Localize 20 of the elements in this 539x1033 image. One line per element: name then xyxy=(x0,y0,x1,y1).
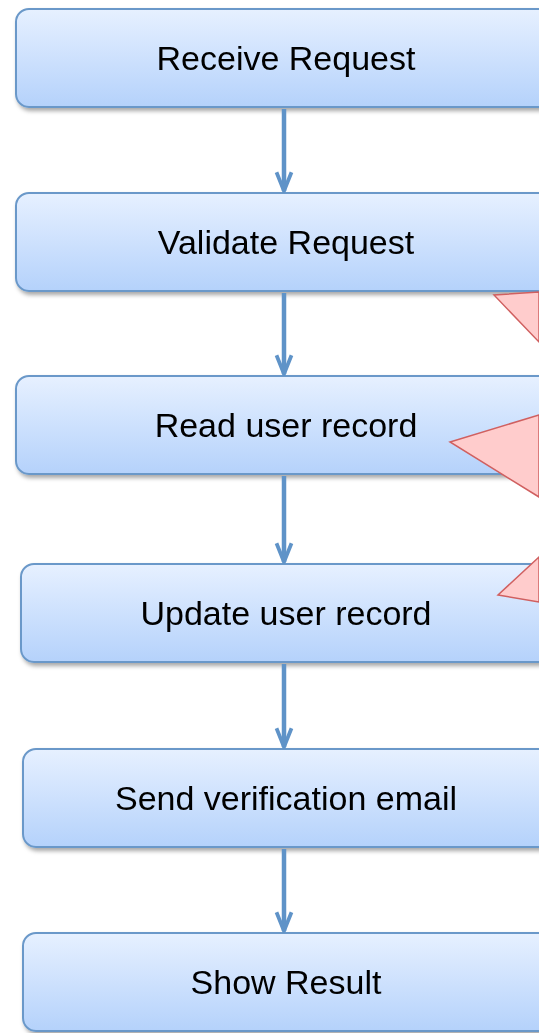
process-box xyxy=(20,563,539,663)
step-label: Send verification email xyxy=(114,781,458,815)
process-box xyxy=(15,192,539,292)
process-box xyxy=(15,8,539,108)
process-box xyxy=(15,375,539,475)
step-label: Validate Request xyxy=(157,225,415,259)
process-box xyxy=(22,748,539,848)
step-label: Update user record xyxy=(140,596,432,630)
arrow xyxy=(274,849,294,933)
arrow xyxy=(274,476,294,564)
arrow xyxy=(274,664,294,749)
callout-pointer xyxy=(496,555,539,603)
step-label: Receive Request xyxy=(156,41,416,75)
arrow xyxy=(274,293,294,376)
callout-pointer xyxy=(448,414,539,499)
arrow xyxy=(274,109,294,193)
step-label: Read user record xyxy=(154,408,418,442)
process-box xyxy=(22,932,539,1032)
callout-pointer xyxy=(492,291,539,344)
step-label: Show Result xyxy=(190,965,382,999)
